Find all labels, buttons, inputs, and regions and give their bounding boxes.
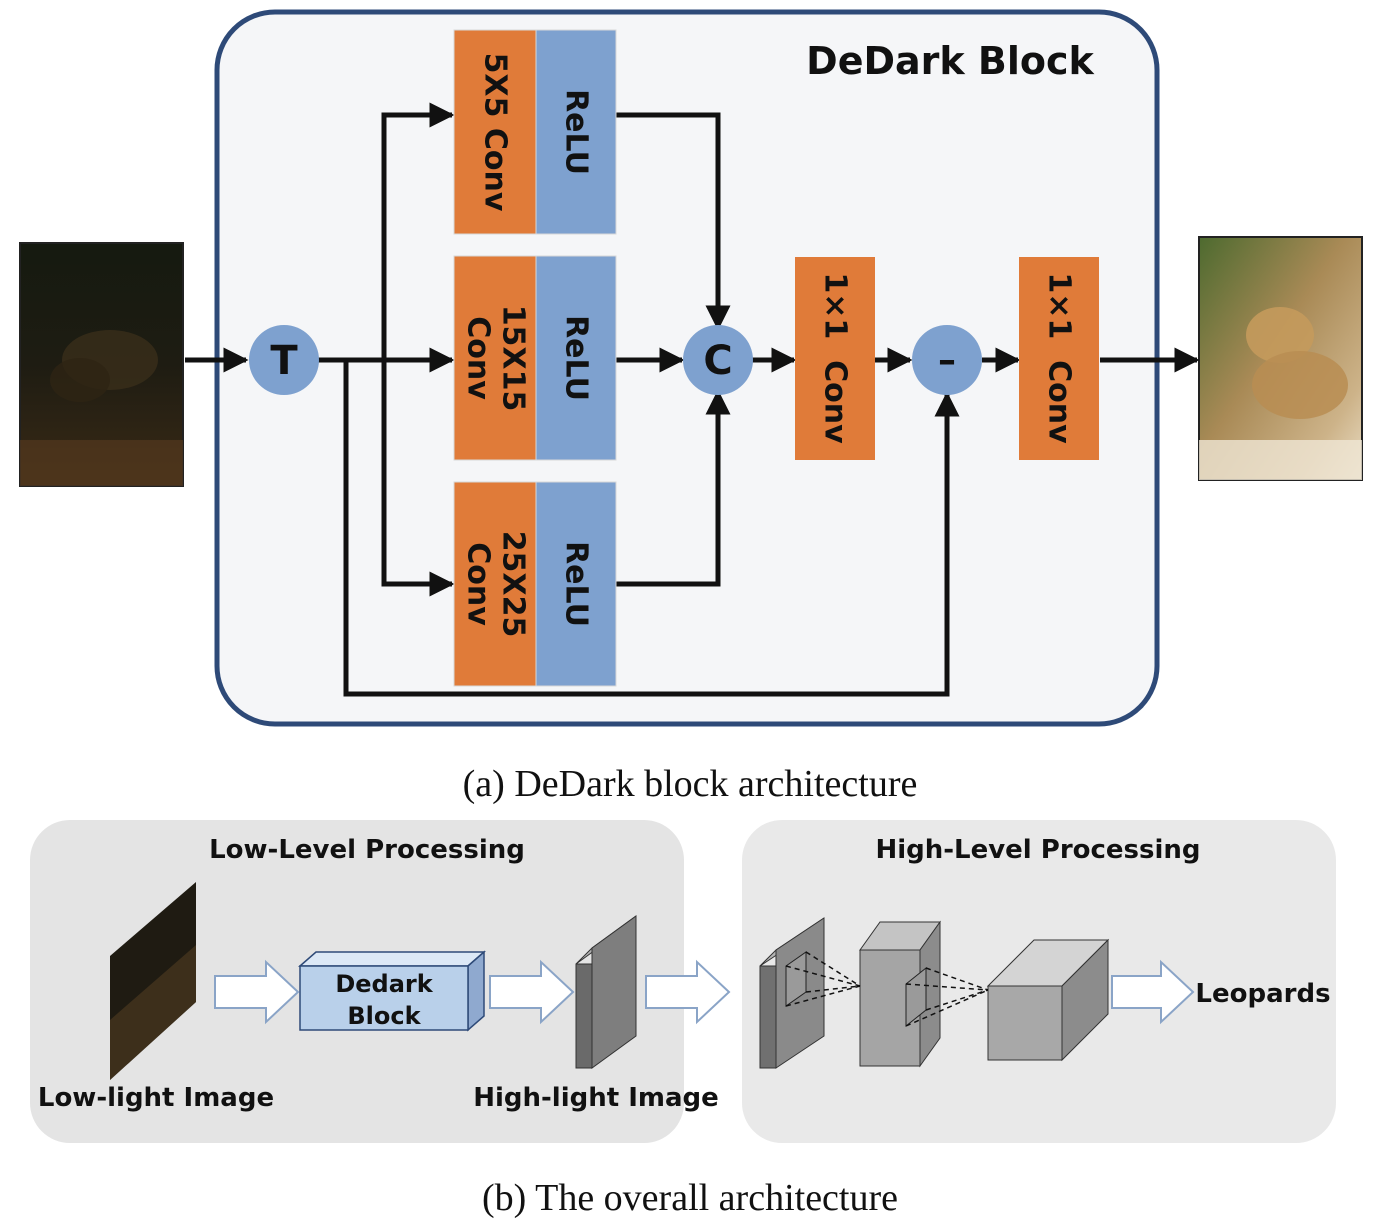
transform-node [249, 325, 319, 395]
flow-arrow-3 [645, 959, 731, 1025]
input-dark-image [19, 242, 184, 487]
relu-label-2: ReLU [559, 315, 594, 401]
conv-25x25-box [453, 481, 537, 687]
flow-arrow-4 [1111, 959, 1195, 1025]
flow-arrow-2 [489, 959, 575, 1025]
caption-a: (a) DeDark block architecture [463, 763, 918, 805]
conv-5x5-box [453, 29, 537, 235]
subtract-node-label: – [938, 340, 956, 381]
high-light-image [575, 915, 637, 1069]
relu-label-1: ReLU [559, 89, 594, 175]
conv-25x25-line2: Conv [461, 542, 496, 626]
conv-1x1-label-a: 1×1 Conv [818, 272, 853, 444]
low-level-title: Low-Level Processing [209, 835, 525, 865]
panel-b: Low-Level Processing High-Level Processi… [30, 820, 1336, 1219]
high-level-title: High-Level Processing [875, 835, 1200, 865]
relu-box-2 [535, 255, 617, 461]
branch-5x5: 5X5 Conv ReLU [453, 29, 617, 235]
conv-1x1-box-a [795, 257, 875, 460]
subtract-node [912, 325, 982, 395]
flow-arrow-1 [214, 959, 300, 1025]
transform-node-label: T [270, 338, 298, 384]
caption-b: (b) The overall architecture [482, 1177, 898, 1219]
low-light-image [110, 882, 196, 1080]
relu-box-1 [535, 29, 617, 235]
cnn-layer-3 [986, 938, 1110, 1062]
dedark-block-line2: Block [347, 1002, 421, 1030]
dedark-block-3d [298, 950, 486, 1032]
output-label: Leopards [1195, 979, 1330, 1009]
cnn-layer-2 [859, 920, 941, 1068]
connections [185, 102, 1200, 697]
concat-node-label: C [703, 338, 732, 384]
panel-a: DeDark Block [19, 9, 1363, 805]
conv-15x15-line2: Conv [461, 316, 496, 400]
cnn-layer-1 [759, 917, 825, 1069]
conv-25x25-line1: 25X25 [496, 531, 531, 638]
conv-5x5-label: 5X5 Conv [478, 53, 513, 212]
output-bright-image [1198, 236, 1363, 481]
branch-25x25: 25X25 Conv ReLU [453, 481, 617, 687]
concat-node [683, 325, 753, 395]
dedark-block-line1: Dedark [335, 970, 433, 998]
branch-15x15: 15X15 Conv ReLU [453, 255, 617, 461]
conv-1x1-label-b: 1×1 Conv [1042, 272, 1077, 444]
relu-box-3 [535, 481, 617, 687]
conv-15x15-line1: 15X15 [496, 305, 531, 412]
receptive-field-lines [785, 951, 989, 1027]
conv-15x15-box [453, 255, 537, 461]
dedark-block-title: DeDark Block [806, 39, 1094, 83]
relu-label-3: ReLU [559, 541, 594, 627]
high-light-label: High-light Image [473, 1083, 719, 1113]
conv-1x1-box-b [1019, 257, 1099, 460]
low-light-label: Low-light Image [38, 1083, 274, 1113]
